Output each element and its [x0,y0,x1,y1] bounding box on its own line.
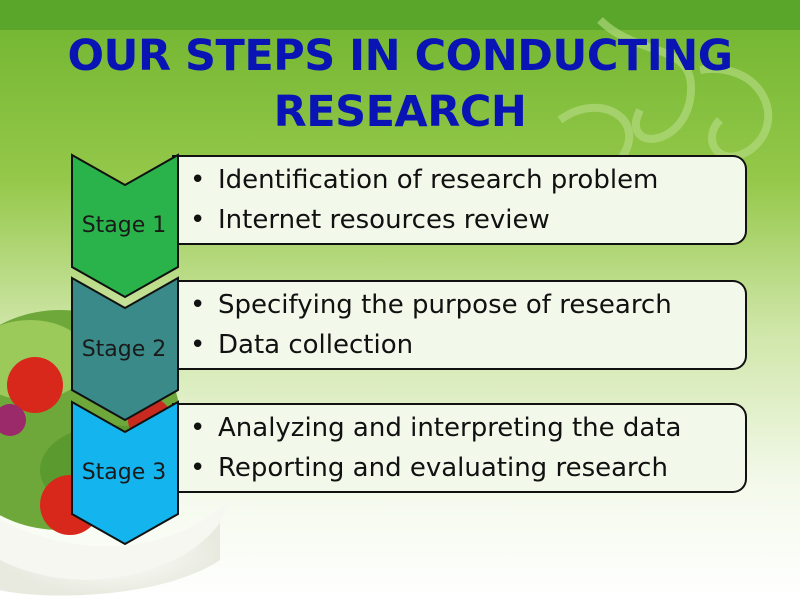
stage-1-item-2: Internet resources review [190,200,745,240]
stage-1-label: Stage 1 [81,213,167,238]
stage-3-label: Stage 3 [81,460,167,485]
stage-3-chevron-shape [71,400,179,546]
stage-2-item-1: Specifying the purpose of research [190,285,745,325]
stage-3-item-1: Analyzing and interpreting the data [190,408,745,448]
stage-2-chevron-shape [71,276,179,422]
swirl-decoration [557,17,773,163]
stage-3-item-2: Reporting and evaluating research [190,448,745,488]
stage-3-box: Analyzing and interpreting the data Repo… [172,403,747,493]
stage-1-chevron-shape [71,153,179,299]
stage-1-item-1: Identification of research problem [190,160,745,200]
stage-3-chevron [71,400,179,546]
stage-2-label: Stage 2 [81,337,167,362]
stage-2-box: Specifying the purpose of research Data … [172,280,747,370]
stage-1-box: Identification of research problem Inter… [172,155,747,245]
stage-2-item-2: Data collection [190,325,745,365]
title-line-2: RESEARCH [273,87,527,137]
stage-2-chevron [71,276,179,422]
stage-1-chevron [71,153,179,299]
slide-title: OUR STEPS IN CONDUCTING RESEARCH [0,28,800,140]
title-line-1: OUR STEPS IN CONDUCTING [67,31,733,81]
